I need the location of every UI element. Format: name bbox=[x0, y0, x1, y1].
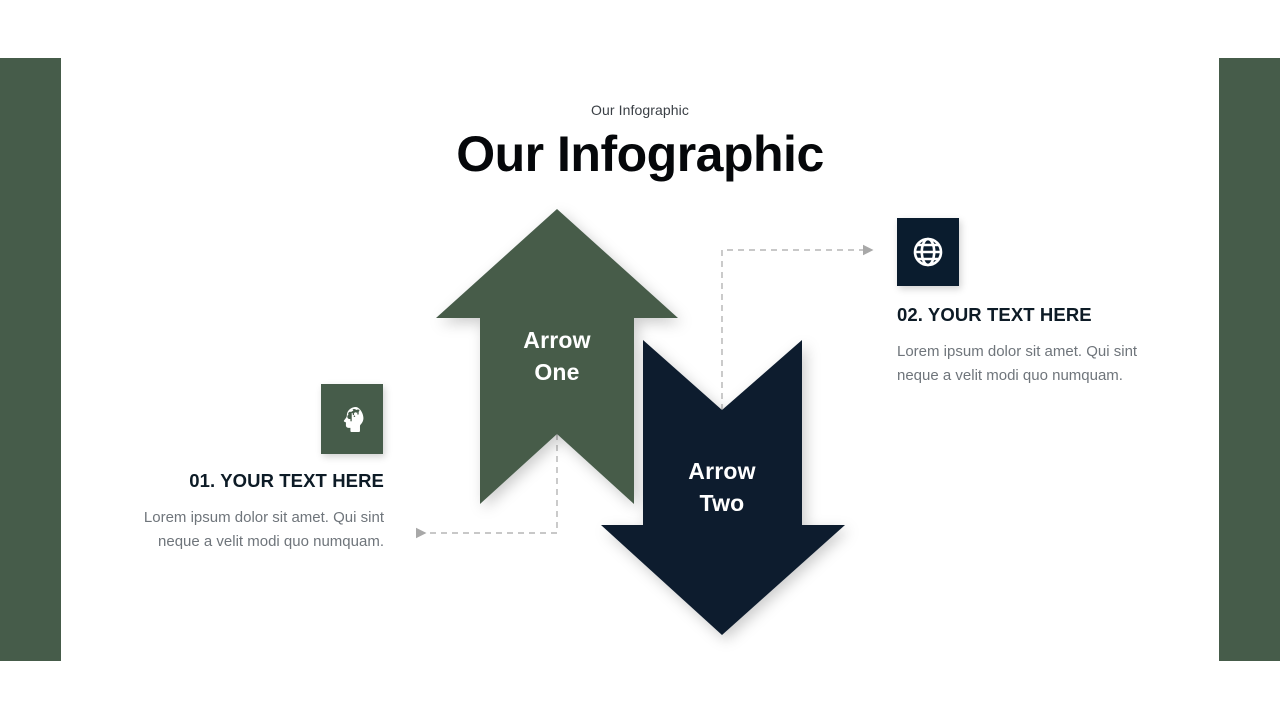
arrow-one-shape[interactable] bbox=[436, 209, 678, 504]
decorative-band-right bbox=[1219, 58, 1280, 661]
slide-eyebrow: Our Infographic bbox=[591, 102, 689, 118]
item-01-icon-tile[interactable] bbox=[321, 384, 383, 454]
head-brain-icon bbox=[337, 404, 367, 434]
item-02-text-block: 02. YOUR TEXT HERE Lorem ipsum dolor sit… bbox=[897, 304, 1147, 389]
arrow-two-shape[interactable] bbox=[601, 340, 845, 635]
page-title: Our Infographic bbox=[456, 126, 824, 182]
item-02-body: Lorem ipsum dolor sit amet. Qui sint neq… bbox=[897, 343, 1138, 385]
decorative-band-left bbox=[0, 58, 61, 661]
connector-to-item-01 bbox=[415, 434, 558, 539]
item-01-text-block: 01. YOUR TEXT HERE Lorem ipsum dolor sit… bbox=[119, 470, 384, 555]
item-02-heading: 02. YOUR TEXT HERE bbox=[897, 304, 1092, 325]
item-01-body: Lorem ipsum dolor sit amet. Qui sint neq… bbox=[143, 509, 384, 551]
globe-icon bbox=[912, 236, 944, 268]
connector-to-item-02 bbox=[721, 244, 874, 410]
item-01-heading: 01. YOUR TEXT HERE bbox=[189, 470, 384, 491]
item-02-icon-tile[interactable] bbox=[897, 218, 959, 286]
